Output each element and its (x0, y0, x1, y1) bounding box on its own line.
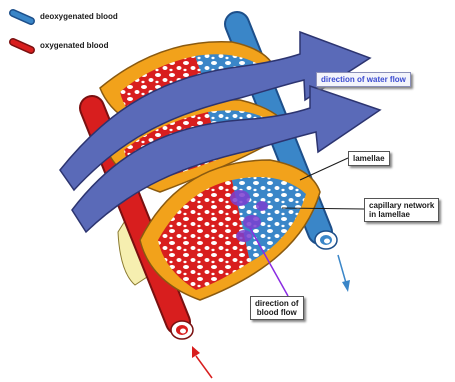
capillary-network-label: capillary network in lamellae (364, 198, 439, 222)
blood-flow-label: direction of blood flow (250, 296, 304, 320)
legend-deoxygenated-swatch (13, 13, 31, 21)
blood-flow-label-line1: direction of (255, 299, 299, 308)
legend-deoxygenated-label: deoxygenated blood (40, 12, 118, 21)
lamellae-label: lamellae (348, 151, 390, 166)
blood-flow-label-line2: blood flow (255, 308, 299, 317)
inflow-arrow-red (192, 346, 212, 378)
capillary-network-label-line1: capillary network (369, 201, 434, 210)
outflow-arrow-blue (338, 255, 350, 292)
capillary-network-label-line2: in lamellae (369, 210, 434, 219)
legend-oxygenated-swatch (13, 42, 31, 50)
water-flow-label: direction of water flow (316, 72, 411, 87)
legend-oxygenated-label: oxygenated blood (40, 41, 108, 50)
